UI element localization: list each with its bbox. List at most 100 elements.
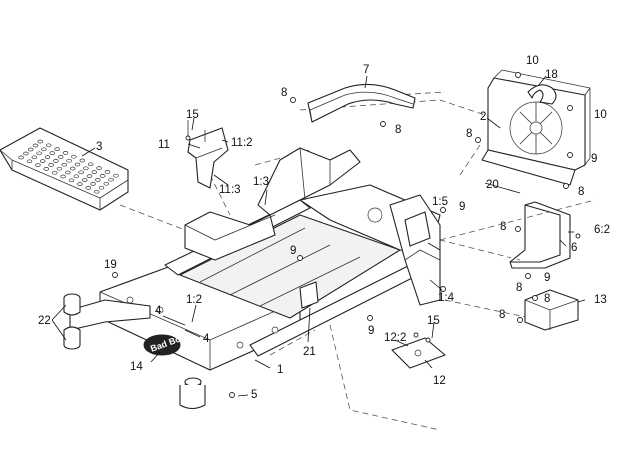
perforation-hole xyxy=(108,177,114,182)
perforation-hole xyxy=(43,167,50,171)
callout-11: 11 xyxy=(158,139,170,151)
perforation-hole xyxy=(44,155,51,159)
callout-21: 21 xyxy=(303,346,316,358)
perforation-hole xyxy=(51,170,58,175)
perforation-hole xyxy=(104,170,111,174)
callout-8a: 8 xyxy=(281,87,287,99)
perforation-hole xyxy=(95,178,101,182)
perforation-hole xyxy=(26,159,33,164)
perforation-hole xyxy=(87,162,94,167)
callout-1: 1 xyxy=(277,364,283,376)
callout-9c: 9 xyxy=(290,245,296,257)
callout-8c: 8 xyxy=(466,128,472,140)
perforation-hole xyxy=(48,163,54,167)
perforation-hole xyxy=(62,151,69,155)
callout-12: 12 xyxy=(433,375,446,387)
part-6-bracket xyxy=(509,201,571,269)
callout-1-3: 1:3 xyxy=(253,176,269,188)
perforation-hole xyxy=(98,185,105,190)
perforation-hole xyxy=(91,170,98,174)
perforation-hole xyxy=(96,166,102,170)
perforation-hole xyxy=(36,151,42,156)
callout-8b: 8 xyxy=(395,124,401,136)
perforation-hole xyxy=(85,186,92,190)
perforation-hole xyxy=(77,182,83,186)
callout-1-2: 1:2 xyxy=(186,294,202,306)
perforation-hole xyxy=(71,154,77,159)
perforation-hole xyxy=(83,166,89,171)
perforation-hole xyxy=(41,147,47,152)
perforation-hole xyxy=(79,158,86,163)
callout-9a: 9 xyxy=(591,153,597,165)
part-13-bracket xyxy=(524,289,579,331)
perforation-hole xyxy=(73,174,80,179)
perforation-hole xyxy=(18,155,24,160)
callout-9d: 9 xyxy=(368,325,374,337)
callout-20: 20 xyxy=(486,179,499,191)
perforation-hole xyxy=(61,162,68,167)
callout-10b: 10 xyxy=(594,109,607,121)
perforation-hole xyxy=(113,173,119,178)
callout-13: 13 xyxy=(594,294,607,306)
callout-15a: 15 xyxy=(186,109,199,121)
perforation-hole xyxy=(53,159,59,163)
callout-4b: 4 xyxy=(203,333,210,345)
callout-22: 22 xyxy=(38,315,51,327)
perforation-hole xyxy=(81,178,88,182)
perforation-hole xyxy=(86,174,93,178)
perforation-hole xyxy=(68,178,75,183)
part-12-plate xyxy=(391,337,446,369)
callout-8e: 8 xyxy=(500,221,506,233)
perforation-hole xyxy=(93,189,100,194)
perforation-hole xyxy=(56,166,63,171)
callout-14: 14 xyxy=(130,361,143,373)
callout-4a: 4 xyxy=(155,305,162,317)
callout-1-4: 1:4 xyxy=(438,292,455,304)
perforation-hole xyxy=(54,147,60,151)
perforation-hole xyxy=(32,143,39,148)
callout-8d: 8 xyxy=(578,186,584,198)
leader-lines xyxy=(51,75,586,397)
perforation-hole xyxy=(35,163,41,167)
callout-3: 3 xyxy=(96,141,102,153)
perforation-hole xyxy=(49,151,56,155)
perforation-hole xyxy=(60,174,66,179)
callout-6-2: 6:2 xyxy=(594,224,610,236)
part-3-perforated-plate xyxy=(0,127,129,211)
callout-6: 6 xyxy=(571,242,577,254)
part-7-curved-bracket xyxy=(307,83,416,123)
callout-1-5: 1:5 xyxy=(432,196,448,208)
perforation-hole xyxy=(69,166,76,171)
callout-15b: 15 xyxy=(427,315,440,327)
part-14-logo-decal: Bad Boy xyxy=(143,332,187,356)
plate-perforations xyxy=(18,139,119,194)
perforation-hole xyxy=(74,162,81,167)
callout-7: 7 xyxy=(363,64,369,76)
part-11-bracket xyxy=(187,127,229,189)
callout-19: 19 xyxy=(104,259,117,271)
callout-10a: 10 xyxy=(526,55,539,67)
callout-12-2: 12:2 xyxy=(384,332,406,344)
callout-8h: 8 xyxy=(499,309,505,321)
perforation-hole xyxy=(23,151,29,156)
callout-9b: 9 xyxy=(459,201,465,213)
part-2-fan-shroud xyxy=(481,69,591,186)
callout-8f: 8 xyxy=(516,282,522,294)
callout-11-3: 11:3 xyxy=(219,184,241,196)
perforation-hole xyxy=(27,147,34,152)
perforation-hole xyxy=(57,155,64,159)
callout-labels: 1 1:2 1:3 1:4 1:5 2 3 4 4 5 6 6:2 7 8 8 … xyxy=(38,55,610,401)
callout-2: 2 xyxy=(480,111,486,123)
perforation-hole xyxy=(90,182,96,186)
perforation-hole xyxy=(45,143,52,148)
perforation-hole xyxy=(37,139,44,144)
perforation-hole xyxy=(103,181,110,186)
callout-8g: 8 xyxy=(544,293,550,305)
callout-11-2: 11:2 xyxy=(231,137,253,149)
perforation-hole xyxy=(99,174,106,178)
callout-5: 5 xyxy=(251,389,257,401)
perforation-hole xyxy=(31,155,38,160)
assembly-guide-lines xyxy=(119,91,596,431)
callout-9e: 9 xyxy=(544,272,550,284)
